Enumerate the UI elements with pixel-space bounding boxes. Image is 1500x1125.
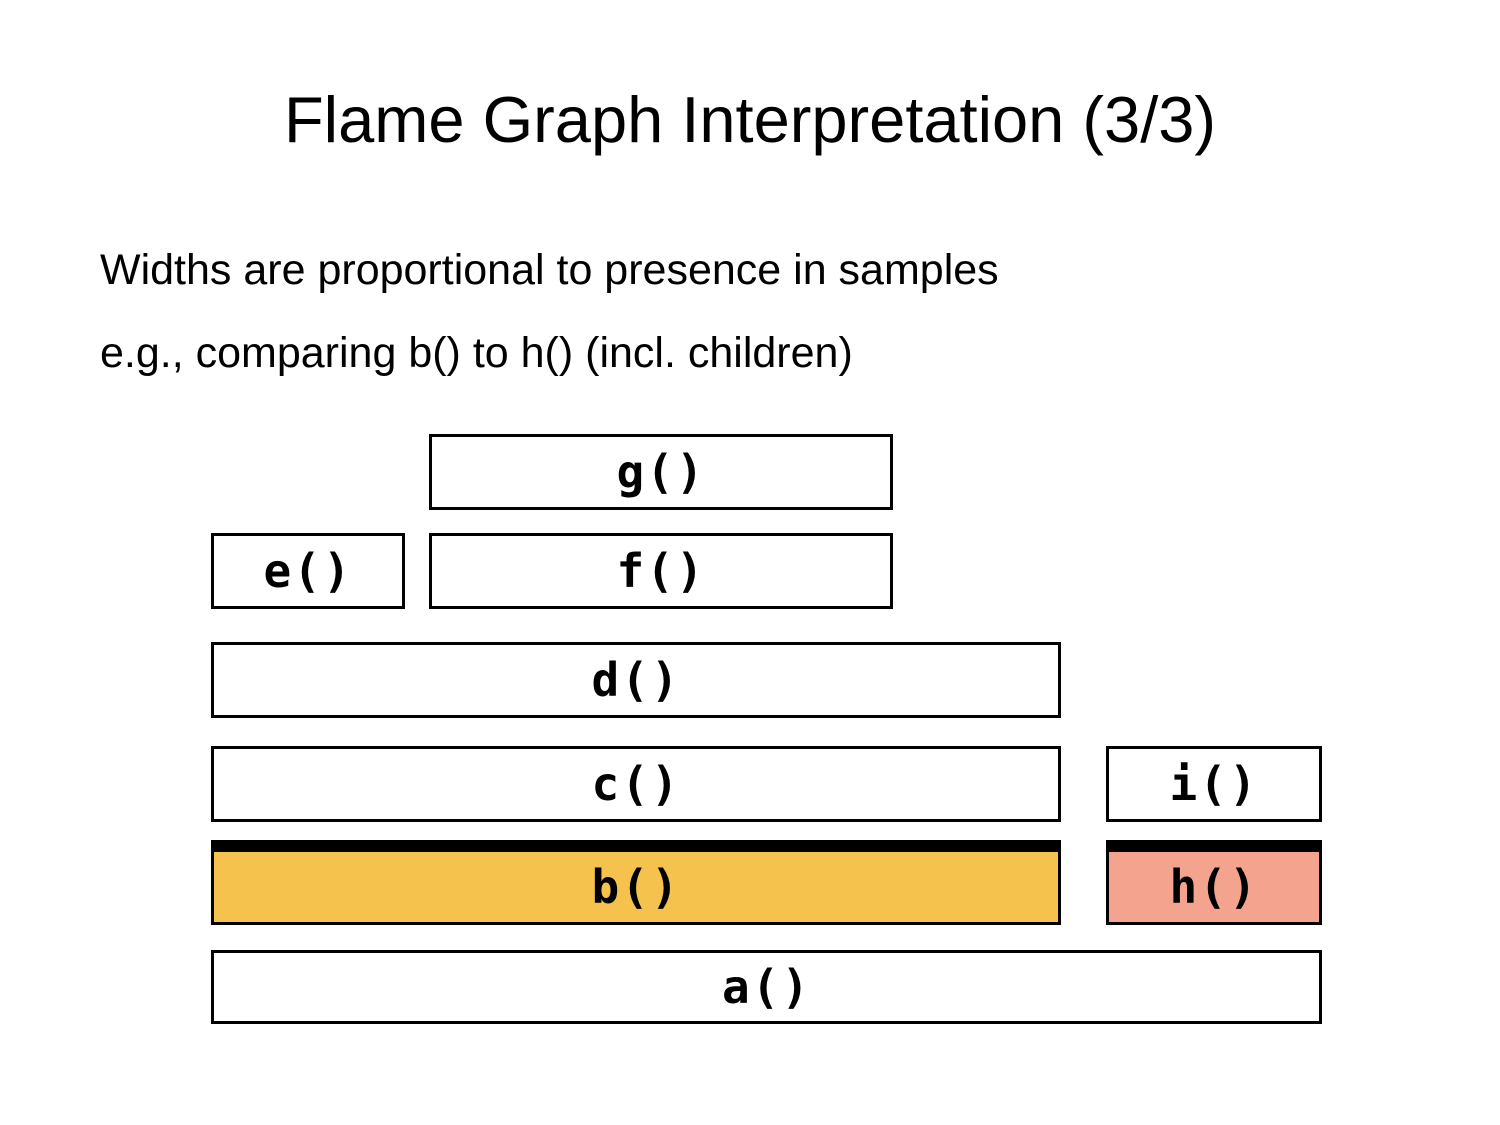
- body-text-line-2: e.g., comparing b() to h() (incl. childr…: [100, 329, 853, 377]
- frame-a: a(): [211, 950, 1322, 1024]
- frame-label-g: g(): [616, 445, 706, 499]
- body-text-line-1: Widths are proportional to presence in s…: [100, 246, 999, 294]
- frame-label-d: d(): [591, 653, 681, 707]
- frame-label-c: c(): [591, 757, 681, 811]
- frame-b: b(): [211, 840, 1061, 925]
- slide-title: Flame Graph Interpretation (3/3): [283, 83, 1217, 156]
- frame-h: h(): [1106, 840, 1322, 925]
- frame-d: d(): [211, 642, 1061, 718]
- frame-label-h: h(): [1169, 860, 1259, 914]
- frame-label-a: a(): [721, 960, 812, 1014]
- frame-label-b: b(): [591, 860, 681, 914]
- frame-g: g(): [429, 434, 893, 510]
- frame-f: f(): [429, 533, 893, 609]
- frame-label-e: e(): [263, 544, 353, 598]
- frame-label-f: f(): [616, 544, 706, 598]
- frame-i: i(): [1106, 746, 1322, 822]
- frame-c: c(): [211, 746, 1061, 822]
- frame-e: e(): [211, 533, 405, 609]
- frame-label-i: i(): [1169, 757, 1259, 811]
